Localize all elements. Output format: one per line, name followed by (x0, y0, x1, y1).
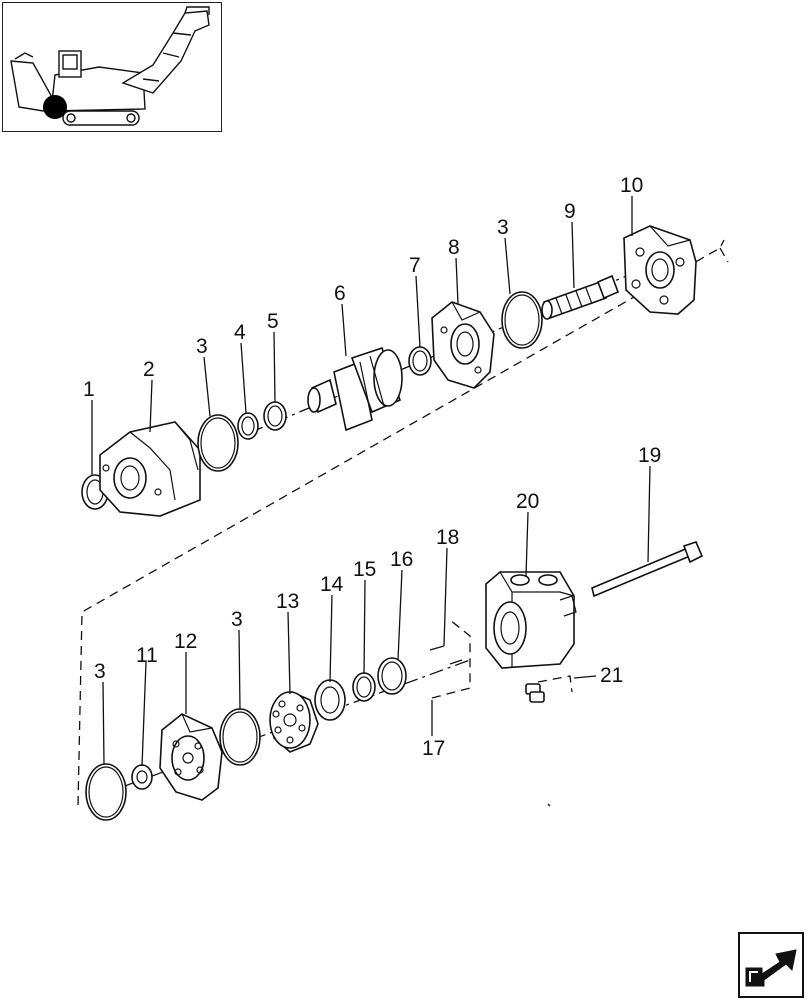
part-3-oring-b (501, 291, 543, 349)
part-7-oring (408, 346, 432, 376)
callout-21: 21 (600, 664, 623, 687)
callout-3: 3 (94, 660, 106, 683)
callout-20: 20 (516, 490, 539, 513)
next-page-button[interactable] (738, 932, 804, 998)
part-11-gear (131, 764, 153, 790)
callout-3: 3 (231, 608, 243, 631)
callout-4: 4 (234, 321, 246, 344)
callout-18: 18 (436, 526, 459, 549)
callout-11: 11 (136, 644, 158, 667)
part-8-flange (431, 301, 495, 389)
callout-9: 9 (564, 200, 576, 223)
callout-13: 13 (276, 590, 299, 613)
part-19-bolt (591, 541, 704, 598)
callout-5: 5 (267, 310, 279, 333)
part-14-bearing (314, 679, 346, 721)
callout-3: 3 (497, 216, 509, 239)
part-13-rotor (269, 691, 319, 753)
callout-15: 15 (353, 558, 376, 581)
callout-16: 16 (390, 548, 413, 571)
callout-14: 14 (320, 573, 344, 596)
callout-6: 6 (334, 282, 346, 305)
part-20-body (485, 571, 577, 669)
locator-marker (43, 95, 67, 119)
assembly-boundary (77, 239, 725, 806)
callout-8: 8 (448, 236, 460, 259)
part-3-oring-c (219, 708, 261, 766)
part-3-oring-a (197, 414, 239, 472)
part-9-splined-shaft (541, 274, 620, 320)
part-3-oring-d (85, 763, 127, 821)
next-page-arrow-icon (745, 949, 797, 987)
part-6-gear-assembly (307, 346, 403, 432)
callout-3: 3 (196, 335, 208, 358)
speck-mark (547, 803, 551, 807)
assembly-boundary-corner (719, 247, 729, 263)
callout-7: 7 (409, 254, 421, 277)
callout-12: 12 (174, 630, 197, 653)
machine-locator-thumbnail (2, 2, 222, 132)
part-21-plug (525, 675, 573, 703)
part-4-washer (237, 412, 259, 440)
part-12-end-cover (159, 713, 223, 801)
callout-1: 1 (83, 378, 95, 401)
part-2-housing (99, 421, 201, 517)
callout-2: 2 (143, 358, 155, 381)
callout-19: 19 (638, 444, 661, 467)
part-5-ring (263, 401, 287, 431)
harvester-illustration (10, 6, 210, 126)
part-18-pins (429, 619, 471, 699)
callout-10: 10 (620, 174, 643, 197)
callout-17: 17 (422, 737, 445, 760)
leader-lines (91, 196, 651, 767)
part-10-plate (623, 225, 697, 315)
